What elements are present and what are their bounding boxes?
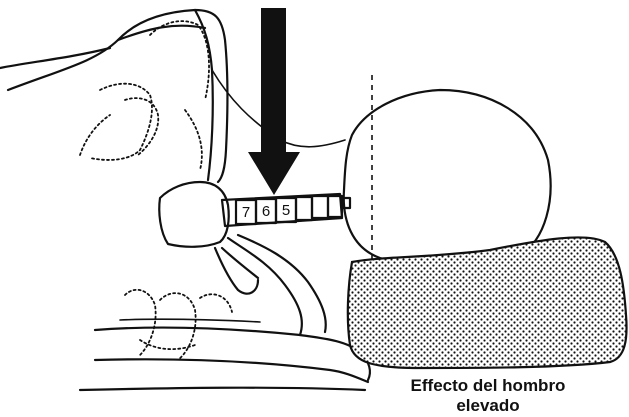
vertebra-label-6: 6 (262, 203, 270, 220)
cervical-spine: 7 6 5 (222, 194, 350, 226)
vertebra-label-5: 5 (282, 202, 290, 219)
vertebra-3 (312, 196, 328, 218)
vertebra-label-7: 7 (242, 204, 250, 221)
caption-line-1: Effecto del hombro (411, 376, 566, 395)
dotted-scapula (80, 21, 209, 170)
head-circle (344, 90, 551, 267)
arm-lines (80, 235, 370, 390)
shoulder-pad (348, 237, 627, 368)
dotted-ribs (125, 290, 232, 360)
pressure-arrow-icon (248, 8, 300, 195)
vertebra-4 (296, 197, 312, 220)
caption-line-2: elevado (456, 396, 519, 415)
